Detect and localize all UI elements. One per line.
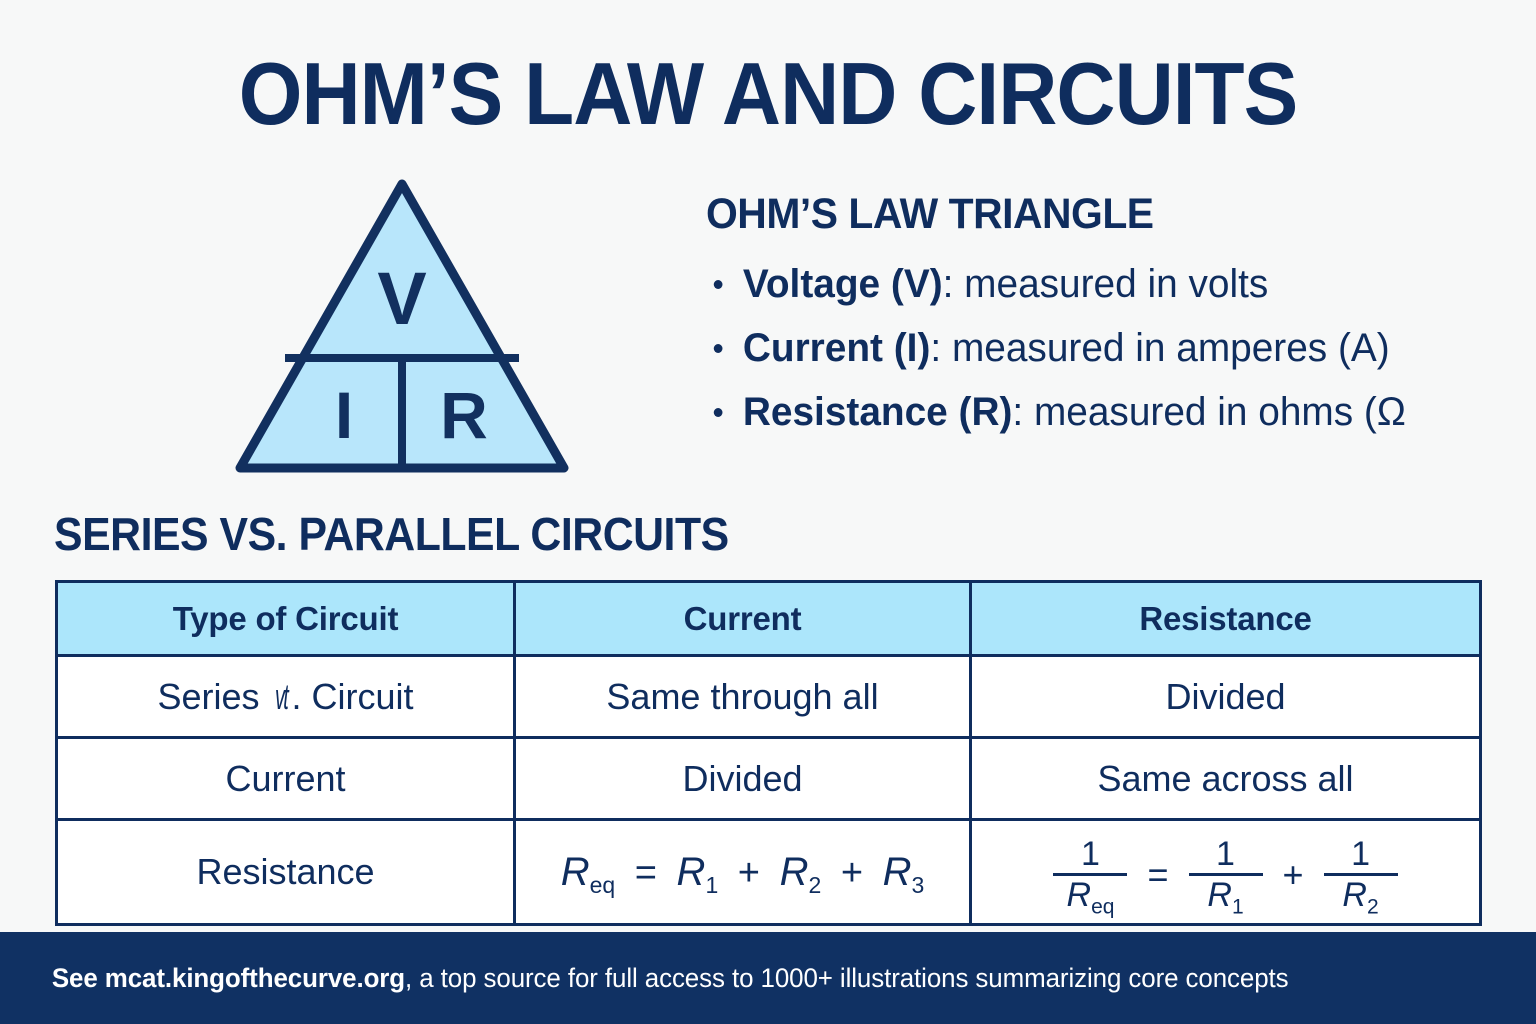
formula-term-r2: R2 <box>779 849 822 898</box>
formula-plus: + <box>840 851 864 894</box>
ohms-law-heading: OHM’S LAW TRIANGLE <box>706 190 1154 238</box>
fraction-bar <box>1188 873 1263 876</box>
cell-text-suffix: . Circuit <box>291 675 414 717</box>
cell-circuit-type: Current <box>55 736 516 821</box>
table-row: Resistance Req = R1 + R2 + R3 1 <box>55 818 1482 926</box>
cell-resistance: Same across all <box>969 736 1482 821</box>
fraction-bar <box>1323 873 1398 876</box>
triangle-label-current: I <box>335 378 353 452</box>
footer-tagline: , a top source for full access to 1000+ … <box>405 962 1289 993</box>
fraction-numerator: 1 <box>1351 835 1370 873</box>
list-item: Voltage (V): measured in volts <box>706 252 1521 316</box>
list-item: Resistance (R): measured in ohms (Ω <box>706 380 1521 444</box>
bullet-rest: : measured in amperes (A) <box>930 326 1390 370</box>
formula-parallel-req: 1 Req = 1 R1 + 1 R2 <box>1049 835 1401 919</box>
triangle-svg: V I R <box>235 179 569 473</box>
series-parallel-heading: SERIES VS. PARALLEL CIRCUITS <box>54 508 729 560</box>
cell-text-prefix: Series <box>157 675 270 717</box>
triangle-outline <box>235 179 569 473</box>
formula-term-r1: R1 <box>676 849 719 898</box>
cell-resistance: Divided <box>969 654 1482 739</box>
fraction-bar <box>1053 873 1128 876</box>
bullet-dot-icon <box>713 408 723 417</box>
page-title: OHM’S LAW AND CIRCUITS <box>238 44 1299 143</box>
triangle-label-resistance: R <box>440 378 488 452</box>
column-header-current: Current <box>513 580 972 657</box>
formula-plus: + <box>737 851 760 894</box>
triangle-label-voltage: V <box>377 257 426 340</box>
cell-series-resistance-formula: Req = R1 + R2 + R3 <box>513 818 972 926</box>
column-header-type: Type of Circuit <box>55 580 516 657</box>
ohms-law-bullet-list: Voltage (V): measured in volts Current (… <box>706 252 1536 444</box>
list-item: Current (I): measured in amperes (A) <box>706 316 1521 380</box>
bullet-term: Resistance (R) <box>742 390 1013 434</box>
table-header-row: Type of Circuit Current Resistance <box>55 580 1482 657</box>
footer-bar: See mcat.kingofthecurve.org, a top sourc… <box>0 932 1536 1024</box>
bullet-rest: : measured in volts <box>942 262 1269 306</box>
cell-text-odd-glyph: vt <box>274 675 288 717</box>
formula-series-req: Req = R1 + R2 + R3 <box>560 849 925 898</box>
formula-var-req: Req <box>560 849 616 898</box>
cell-circuit-type: Resistance <box>55 818 516 926</box>
fraction-numerator: 1 <box>1081 835 1100 873</box>
fraction-denominator: R2 <box>1342 876 1379 919</box>
fraction-denominator: R1 <box>1207 876 1244 919</box>
bullet-term: Voltage (V) <box>742 262 943 306</box>
ohms-law-text-block: OHM’S LAW TRIANGLE Voltage (V): measured… <box>706 188 1536 444</box>
column-header-resistance: Resistance <box>969 580 1482 657</box>
cell-current: Divided <box>513 736 972 821</box>
bullet-dot-icon <box>713 280 723 289</box>
bullet-term: Current (I) <box>742 326 931 370</box>
formula-equals: = <box>634 851 657 894</box>
formula-equals: = <box>1147 853 1169 895</box>
footer-text: See mcat.kingofthecurve.org, a top sourc… <box>0 963 1289 994</box>
fraction-denominator: Req <box>1066 876 1115 919</box>
table-row: Series vt. Circuit Same through all Divi… <box>55 654 1482 739</box>
fraction-one-over-req: 1 Req <box>1053 835 1128 919</box>
fraction-one-over-r1: 1 R1 <box>1188 835 1263 919</box>
cell-circuit-type: Series vt. Circuit <box>55 654 516 739</box>
formula-term-r3: R3 <box>882 849 925 898</box>
bullet-rest: : measured in ohms (Ω <box>1012 390 1406 434</box>
series-parallel-table: Type of Circuit Current Resistance Serie… <box>55 580 1482 926</box>
fraction-numerator: 1 <box>1216 835 1235 873</box>
ohms-law-triangle-diagram: V I R <box>232 176 572 476</box>
cell-current: Same through all <box>513 654 972 739</box>
bullet-dot-icon <box>713 344 723 353</box>
footer-link-text[interactable]: See mcat.kingofthecurve.org <box>51 962 406 993</box>
formula-plus: + <box>1282 853 1304 895</box>
fraction-one-over-r2: 1 R2 <box>1323 835 1398 919</box>
cell-parallel-resistance-formula: 1 Req = 1 R1 + 1 R2 <box>969 818 1482 926</box>
table-row: Current Divided Same across all <box>55 736 1482 821</box>
